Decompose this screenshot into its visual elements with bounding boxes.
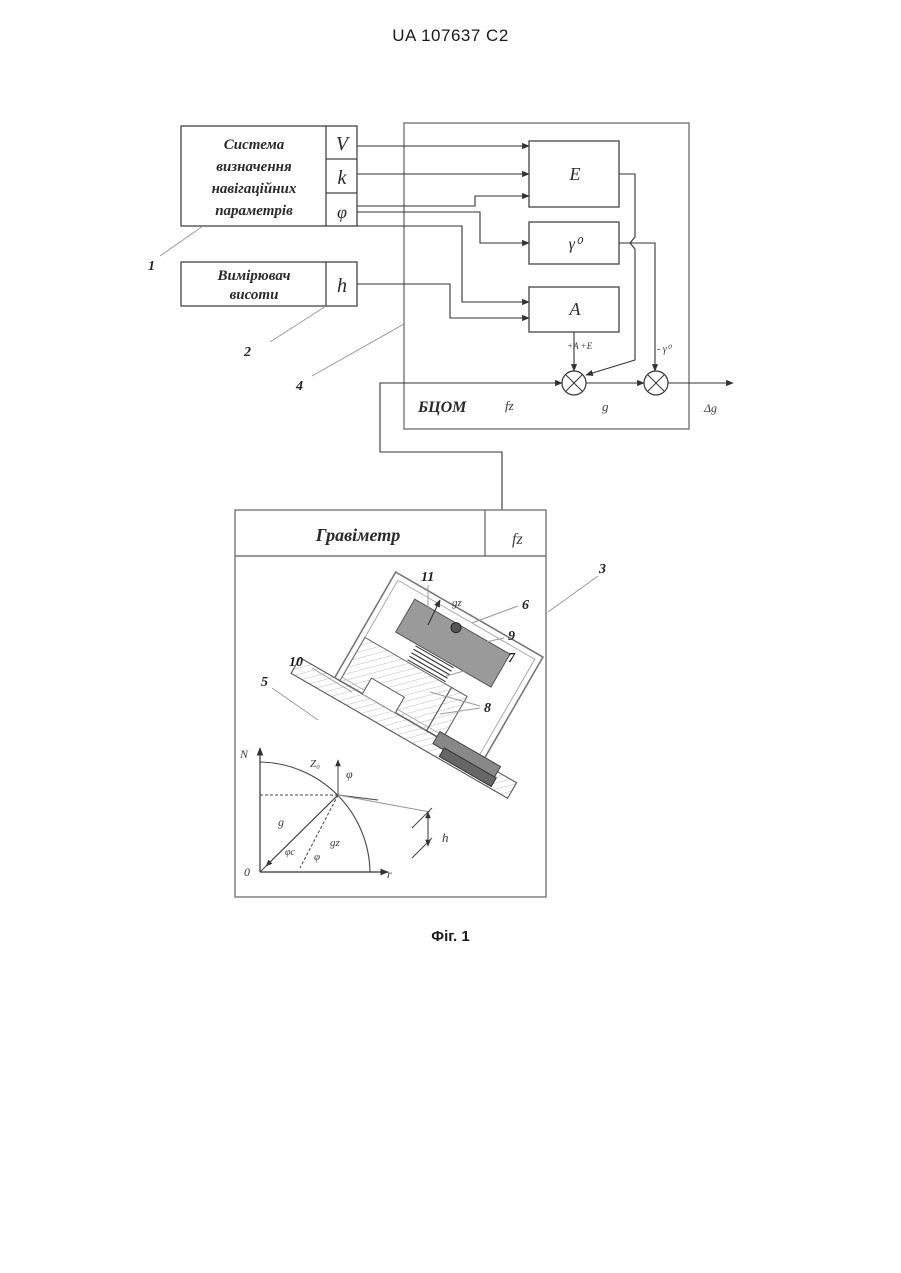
callout-11: 11 bbox=[421, 570, 434, 585]
callout-9: 9 bbox=[508, 629, 515, 644]
signal-fz-in: fz bbox=[505, 398, 514, 413]
label-g-top: gz bbox=[452, 597, 463, 609]
callout-3: 3 bbox=[598, 562, 606, 577]
output-phi: φ bbox=[337, 202, 347, 222]
sum-junction-1 bbox=[562, 371, 586, 395]
label-phi-low: φ bbox=[314, 851, 320, 863]
label-gz: gz bbox=[330, 837, 341, 849]
callout-5: 5 bbox=[261, 675, 268, 690]
gravimeter-title: Гравіметр bbox=[315, 525, 401, 545]
altimeter-label-line-2: висоти bbox=[230, 287, 279, 303]
nav-label-line-1: Система bbox=[224, 137, 285, 153]
callout-2: 2 bbox=[243, 345, 251, 360]
block-e: E bbox=[569, 164, 581, 184]
label-height: h bbox=[442, 830, 449, 845]
nav-label-line-2: визначення bbox=[216, 159, 292, 175]
callout-8: 8 bbox=[484, 701, 491, 716]
callout-4: 4 bbox=[295, 379, 303, 394]
label-zeta: Z₀ bbox=[310, 758, 320, 770]
block-a: A bbox=[569, 299, 582, 319]
callout-7: 7 bbox=[508, 651, 516, 666]
label-origin: 0 bbox=[244, 865, 250, 879]
altimeter-block: Вимірювач висоти h bbox=[181, 262, 357, 306]
label-phi-c: φc bbox=[285, 847, 296, 858]
output-h: h bbox=[337, 275, 347, 297]
gravimeter-output: fz bbox=[512, 531, 523, 548]
signal-delta-g-out: Δg bbox=[703, 401, 717, 415]
nav-label-line-4: параметрів bbox=[215, 203, 293, 219]
sum-junction-2 bbox=[644, 371, 668, 395]
callout-6: 6 bbox=[522, 598, 529, 613]
label-east: r bbox=[387, 867, 392, 881]
output-v: V bbox=[336, 133, 351, 155]
callout-10: 10 bbox=[289, 655, 303, 670]
output-k: k bbox=[338, 167, 348, 189]
label-phi-top: φ bbox=[346, 767, 353, 781]
figure-caption: Фіг. 1 bbox=[0, 928, 901, 945]
nav-system-block: Система визначення навігаційних параметр… bbox=[181, 126, 357, 226]
sum-label-2: - γ⁰ bbox=[657, 344, 673, 355]
gravimeter-sketch bbox=[291, 552, 578, 798]
label-north: N bbox=[239, 747, 249, 761]
nav-label-line-3: навігаційних bbox=[212, 181, 297, 197]
label-g-bar: g bbox=[278, 815, 284, 829]
sum-label-1: +A +E bbox=[567, 341, 593, 351]
computer-label: БЦОМ bbox=[417, 399, 467, 416]
signal-wires bbox=[357, 146, 733, 510]
callout-1: 1 bbox=[148, 259, 155, 274]
block-gamma: γ⁰ bbox=[569, 236, 584, 253]
altimeter-label-line-1: Вимірювач bbox=[216, 268, 290, 284]
signal-g-mid: g bbox=[602, 399, 609, 414]
